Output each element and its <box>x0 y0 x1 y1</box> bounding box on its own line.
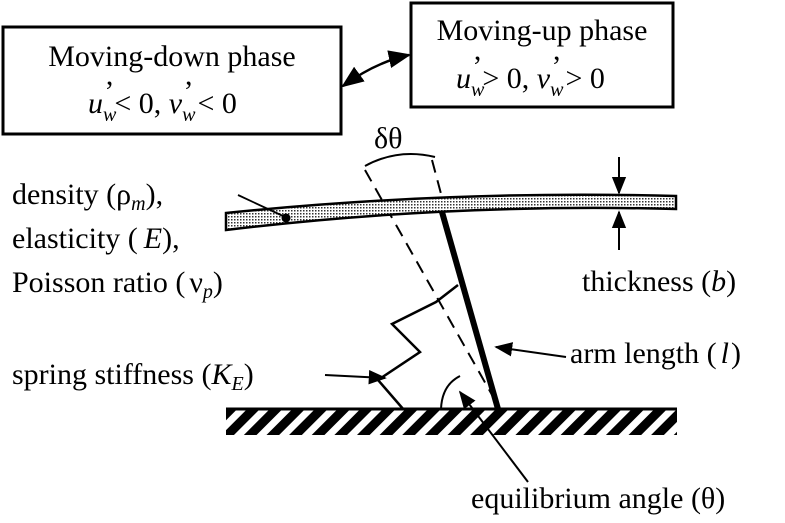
moving-up-condition: uw’> 0, vw’> 0 <box>456 50 605 101</box>
density-label: density (ρm), <box>12 178 163 215</box>
moving-up-title: Moving-up phase <box>437 14 648 47</box>
equilibrium-angle-arc <box>440 375 461 410</box>
density-point <box>281 213 291 223</box>
arm-length-label: arm length (l) <box>570 337 741 370</box>
moving-down-condition: uw’< 0, vw’< 0 <box>88 75 237 126</box>
moving-down-title: Moving-down phase <box>48 40 295 73</box>
arm-length-arrow <box>494 342 567 358</box>
equilibrium-angle-arrow <box>458 390 529 483</box>
spring <box>376 284 459 411</box>
ground <box>226 409 677 435</box>
moving-up-box: Moving-up phase uw’> 0, vw’> 0 <box>409 1 675 109</box>
density-leader <box>237 194 284 217</box>
deflection-dashed-line <box>431 159 445 206</box>
poisson-ratio-label: Poisson ratio (νp) <box>12 266 223 303</box>
equilibrium-angle-label: equilibrium angle (θ) <box>471 482 725 515</box>
delta-theta-arc <box>364 153 436 167</box>
phase-transition-arrow <box>341 50 412 88</box>
spring-stiffness-arrow <box>324 369 387 385</box>
elasticity-label: elasticity (E), <box>12 222 180 255</box>
moving-down-box: Moving-down phase uw’< 0, vw’< 0 <box>1 25 343 136</box>
plate <box>224 193 678 232</box>
spring-stiffness-label: spring stiffness (KE) <box>12 358 254 395</box>
arm <box>439 211 501 410</box>
delta-theta-label: δθ <box>374 122 403 155</box>
thickness-label: thickness (b) <box>582 265 736 298</box>
